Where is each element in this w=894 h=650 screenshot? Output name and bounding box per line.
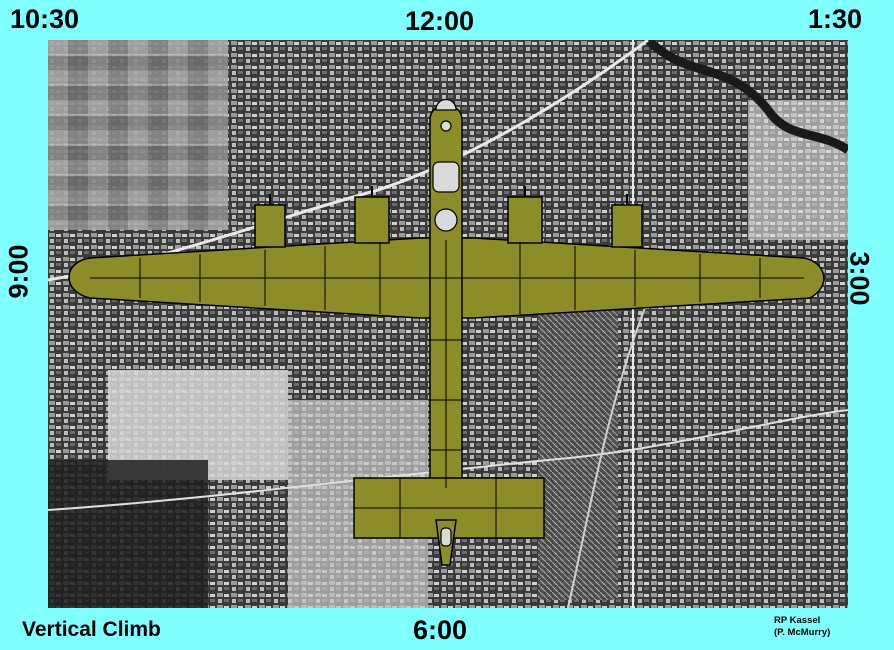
credit-line-2: (P. McMurry) [774, 627, 830, 639]
top-turret [435, 209, 457, 231]
engine-nacelle-3 [508, 197, 542, 243]
tail-turret [441, 528, 451, 546]
image-credit: RP Kassel (P. McMurry) [774, 615, 830, 639]
maneuver-label: Vertical Climb [22, 618, 161, 642]
nose-turret [436, 100, 456, 111]
cockpit-canopy [433, 162, 459, 192]
engine-nacelle-2 [355, 197, 389, 243]
engine-nacelle-4 [612, 205, 642, 247]
nose-window [441, 121, 451, 131]
credit-line-1: RP Kassel [774, 615, 830, 627]
engine-nacelle-1 [255, 205, 285, 247]
